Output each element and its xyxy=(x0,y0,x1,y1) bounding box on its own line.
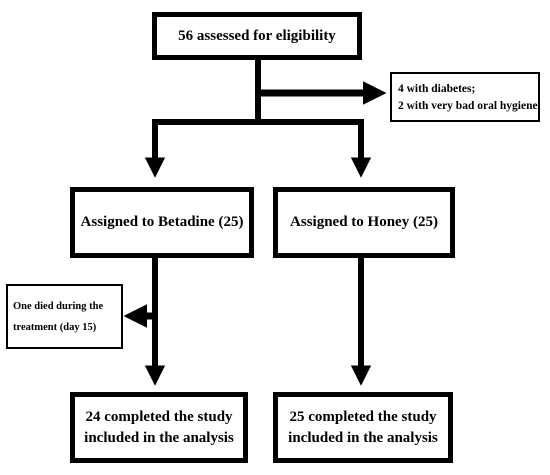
honey-text: Assigned to Honey (25) xyxy=(290,214,438,230)
betadine-box: Assigned to Betadine (25) xyxy=(70,187,254,258)
betadine-text: Assigned to Betadine (25) xyxy=(80,214,244,230)
betadine-completed-text-2: included in the analysis xyxy=(84,429,234,446)
eligibility-box: 56 assessed for eligibility xyxy=(152,12,362,60)
exclusion-box: 4 with diabetes; 2 with very bad oral hy… xyxy=(390,72,540,122)
betadine-completed-text-1: 24 completed the study xyxy=(85,408,233,425)
died-box: One died during the treatment (day 15) xyxy=(6,284,123,349)
honey-box: Assigned to Honey (25) xyxy=(273,187,455,258)
exclusion-text-1: 4 with diabetes; xyxy=(398,82,476,95)
exclusion-text-2: 2 with very bad oral hygiene xyxy=(398,99,538,112)
honey-completed-text-2: included in the analysis xyxy=(288,429,438,446)
died-text-1: One died during the xyxy=(13,300,104,312)
betadine-completed-box: 24 completed the study included in the a… xyxy=(70,392,248,463)
died-text-2: treatment (day 15) xyxy=(13,321,97,333)
eligibility-text: 56 assessed for eligibility xyxy=(178,27,336,44)
honey-completed-box: 25 completed the study included in the a… xyxy=(273,392,453,463)
honey-completed-text-1: 25 completed the study xyxy=(289,408,437,425)
